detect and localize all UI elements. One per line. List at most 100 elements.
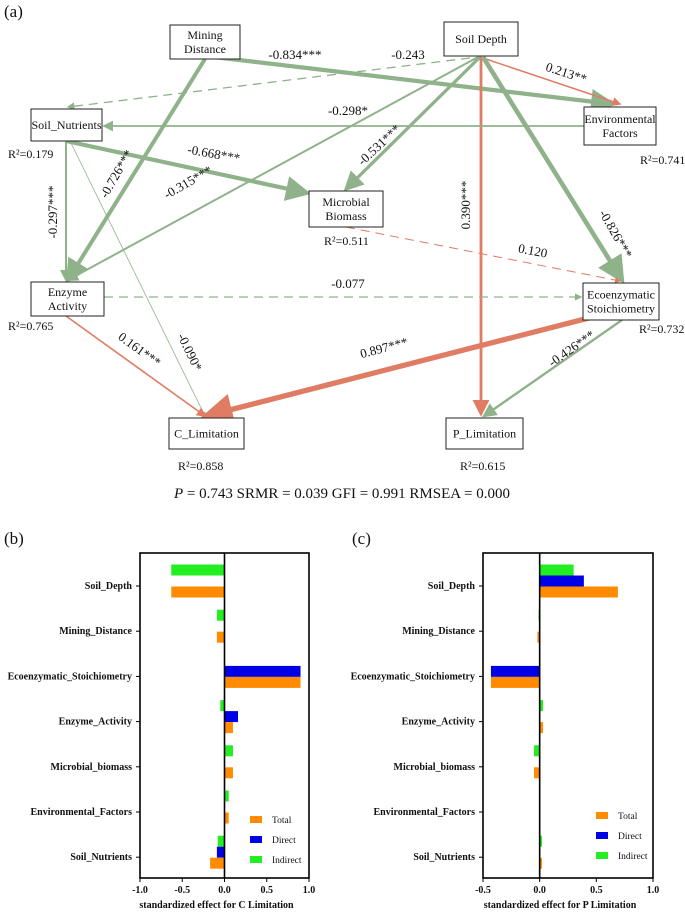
node-nutrients: Soil_Nutrients [30, 108, 103, 142]
bar-indirect-soil_depth [171, 564, 225, 576]
node-label-plim: P_Limitation [453, 427, 516, 441]
path-coefficient-mining-to-env: -0.834*** [268, 47, 321, 62]
node-box-plim [445, 417, 524, 450]
path-coefficient-eco-to-plim: -0.426*** [545, 327, 597, 370]
fit-p-symbol: P [173, 486, 183, 502]
category-label-soil_depth: Soil_Depth [85, 581, 133, 592]
r-squared-microbial: R²=0.511 [324, 234, 369, 248]
node-label-mining: Distance [184, 42, 226, 56]
node-label-microbial: Biomass [325, 209, 367, 223]
node-label-eco: Stoichiometry [587, 302, 655, 316]
bar-indirect-microbial_biomass [224, 745, 233, 757]
node-box-enzyme [30, 281, 105, 317]
path-coefficient-enzyme-to-eco: -0.077 [331, 276, 365, 291]
legend-swatch-total [596, 812, 608, 819]
x-axis-label: standardized effect for C Limitation [139, 900, 294, 909]
node-label-microbial: Microbial [322, 195, 370, 209]
x-tick-label: 1.0 [647, 885, 660, 896]
bar-indirect-soil_nutrients [217, 835, 225, 847]
legend-label-direct: Direct [272, 836, 296, 846]
path-arrow-nutrients-to-microbial [65, 138, 312, 201]
legend-swatch-total [250, 816, 262, 823]
node-box-microbial [308, 190, 384, 228]
legend-swatch-indirect [250, 856, 262, 863]
node-label-env: Factors [602, 126, 638, 140]
panel-tag-a: (a) [4, 2, 23, 21]
category-label-ecoenzymatic_stoichiometry: Ecoenzymatic_Stoichiometry [8, 671, 132, 682]
x-tick-label: -0.5 [475, 885, 491, 896]
bar-direct-soil_depth [539, 575, 584, 587]
path-arrow-mining-to-enzyme [65, 57, 207, 284]
category-label-soil_depth: Soil_Depth [428, 581, 476, 592]
bar-total-ecoenzymatic_stoichiometry [490, 676, 540, 688]
node-plim: P_Limitation [445, 417, 524, 450]
legend-swatch-indirect [596, 852, 608, 859]
node-label-eco: Ecoenzymatic [587, 288, 655, 302]
category-label-microbial_biomass: Microbial_biomass [394, 762, 476, 773]
path-arrow-eco-to-clim [200, 307, 621, 425]
bar-total-soil_nutrients [210, 857, 225, 869]
bar-indirect-environmental_factors [224, 790, 229, 802]
category-label-mining_distance: Mining_Distance [402, 626, 475, 637]
path-coefficient-depth-to-nutrients: -0.243 [391, 47, 425, 62]
path-coefficient-env-to-nutrients: -0.298* [328, 103, 368, 118]
r-squared-env: R²=0.741 [640, 153, 685, 167]
model-fit-line: P = 0.743 SRMR = 0.039 GFI = 0.991 RMSEA… [173, 486, 510, 502]
path-arrow-microbial-to-eco [345, 226, 621, 283]
legend-swatch-direct [250, 836, 262, 843]
x-axis-label: standardized effect for P Limitation [484, 900, 637, 909]
node-label-nutrients: Soil_Nutrients [31, 118, 101, 132]
category-label-soil_nutrients: Soil_Nutrients [70, 852, 132, 863]
r-squared-eco: R²=0.732 [639, 322, 684, 336]
panel-tag-b: (b) [4, 529, 24, 548]
category-label-environmental_factors: Environmental_Factors [374, 807, 476, 818]
bar-total-environmental_factors [224, 812, 229, 824]
bar-total-microbial_biomass [534, 767, 540, 779]
bar-indirect-enzyme_activity [220, 700, 225, 712]
path-coefficient-enzyme-to-clim: 0.161*** [116, 329, 164, 370]
x-tick-label: 1.0 [303, 885, 316, 896]
bar-total-mining_distance [537, 631, 540, 643]
legend-label-total: Total [272, 816, 292, 826]
category-label-enzyme_activity: Enzyme_Activity [402, 717, 475, 728]
path-arrow-depth-to-microbial [343, 55, 482, 192]
path-coefficient-depth-to-plim: 0.390*** [458, 181, 473, 230]
x-tick-label: 0.0 [218, 885, 231, 896]
plot-frame [482, 552, 654, 879]
path-coefficient-mining-to-enzyme: -0.726*** [96, 147, 136, 200]
r-squared-enzyme: R²=0.765 [8, 319, 53, 333]
legend-label-direct: Direct [618, 832, 642, 842]
node-box-nutrients [30, 108, 103, 142]
path-arrow-mining-to-env [204, 53, 617, 115]
bar-direct-ecoenzymatic_stoichiometry [490, 665, 540, 677]
bar-total-microbial_biomass [224, 767, 233, 779]
bar-total-soil_nutrients [539, 857, 542, 869]
path-coefficient-depth-to-microbial: -0.531*** [354, 121, 403, 168]
bar-total-mining_distance [216, 631, 225, 643]
legend-label-total: Total [618, 812, 638, 822]
legend-label-indirect: Indirect [272, 856, 302, 866]
bar-direct-enzyme_activity [224, 711, 239, 723]
path-coefficient-nutrients-to-enzyme: -0.297*** [45, 185, 60, 238]
effects-chart-c-limitation: Soil_DepthMining_DistanceEcoenzymatic_St… [8, 552, 316, 911]
node-box-eco [582, 282, 660, 321]
x-tick-label: 0.0 [533, 885, 546, 896]
path-arrow-depth-to-nutrients [66, 57, 471, 111]
fit-statistics: = 0.743 SRMR = 0.039 GFI = 0.991 RMSEA =… [183, 486, 510, 502]
node-box-depth [443, 21, 519, 57]
path-coefficient-microbial-to-eco: 0.120 [517, 240, 549, 260]
node-box-env [583, 106, 657, 146]
x-tick-label: 0.5 [261, 885, 274, 896]
node-label-depth: Soil Depth [455, 32, 507, 46]
node-box-mining [169, 24, 241, 60]
panel-tag-c: (c) [352, 529, 371, 548]
bar-total-enzyme_activity [224, 722, 233, 734]
node-box-clim [168, 417, 245, 450]
x-tick-label: 0.5 [590, 885, 603, 896]
path-arrow-depth-to-enzyme [66, 56, 479, 281]
